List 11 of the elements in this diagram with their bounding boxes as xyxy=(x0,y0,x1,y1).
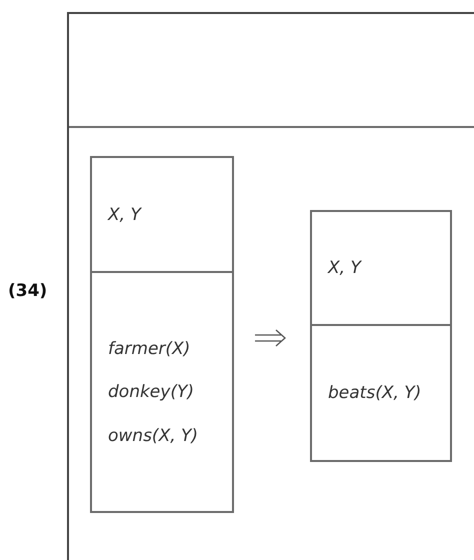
condition-text: owns(X, Y) xyxy=(108,424,200,448)
drs-box xyxy=(90,156,234,513)
double-arrow xyxy=(254,329,286,347)
discourse-referents: X, Y xyxy=(328,257,361,280)
example-number: (34) xyxy=(8,280,48,303)
condition-text: beats(X, Y) xyxy=(328,382,422,406)
condition-text: donkey(Y) xyxy=(108,381,195,404)
outer-drs-box xyxy=(67,12,474,560)
discourse-referents: X, Y xyxy=(108,204,141,227)
condition-text: farmer(X) xyxy=(108,338,192,361)
drs-box xyxy=(310,210,452,462)
